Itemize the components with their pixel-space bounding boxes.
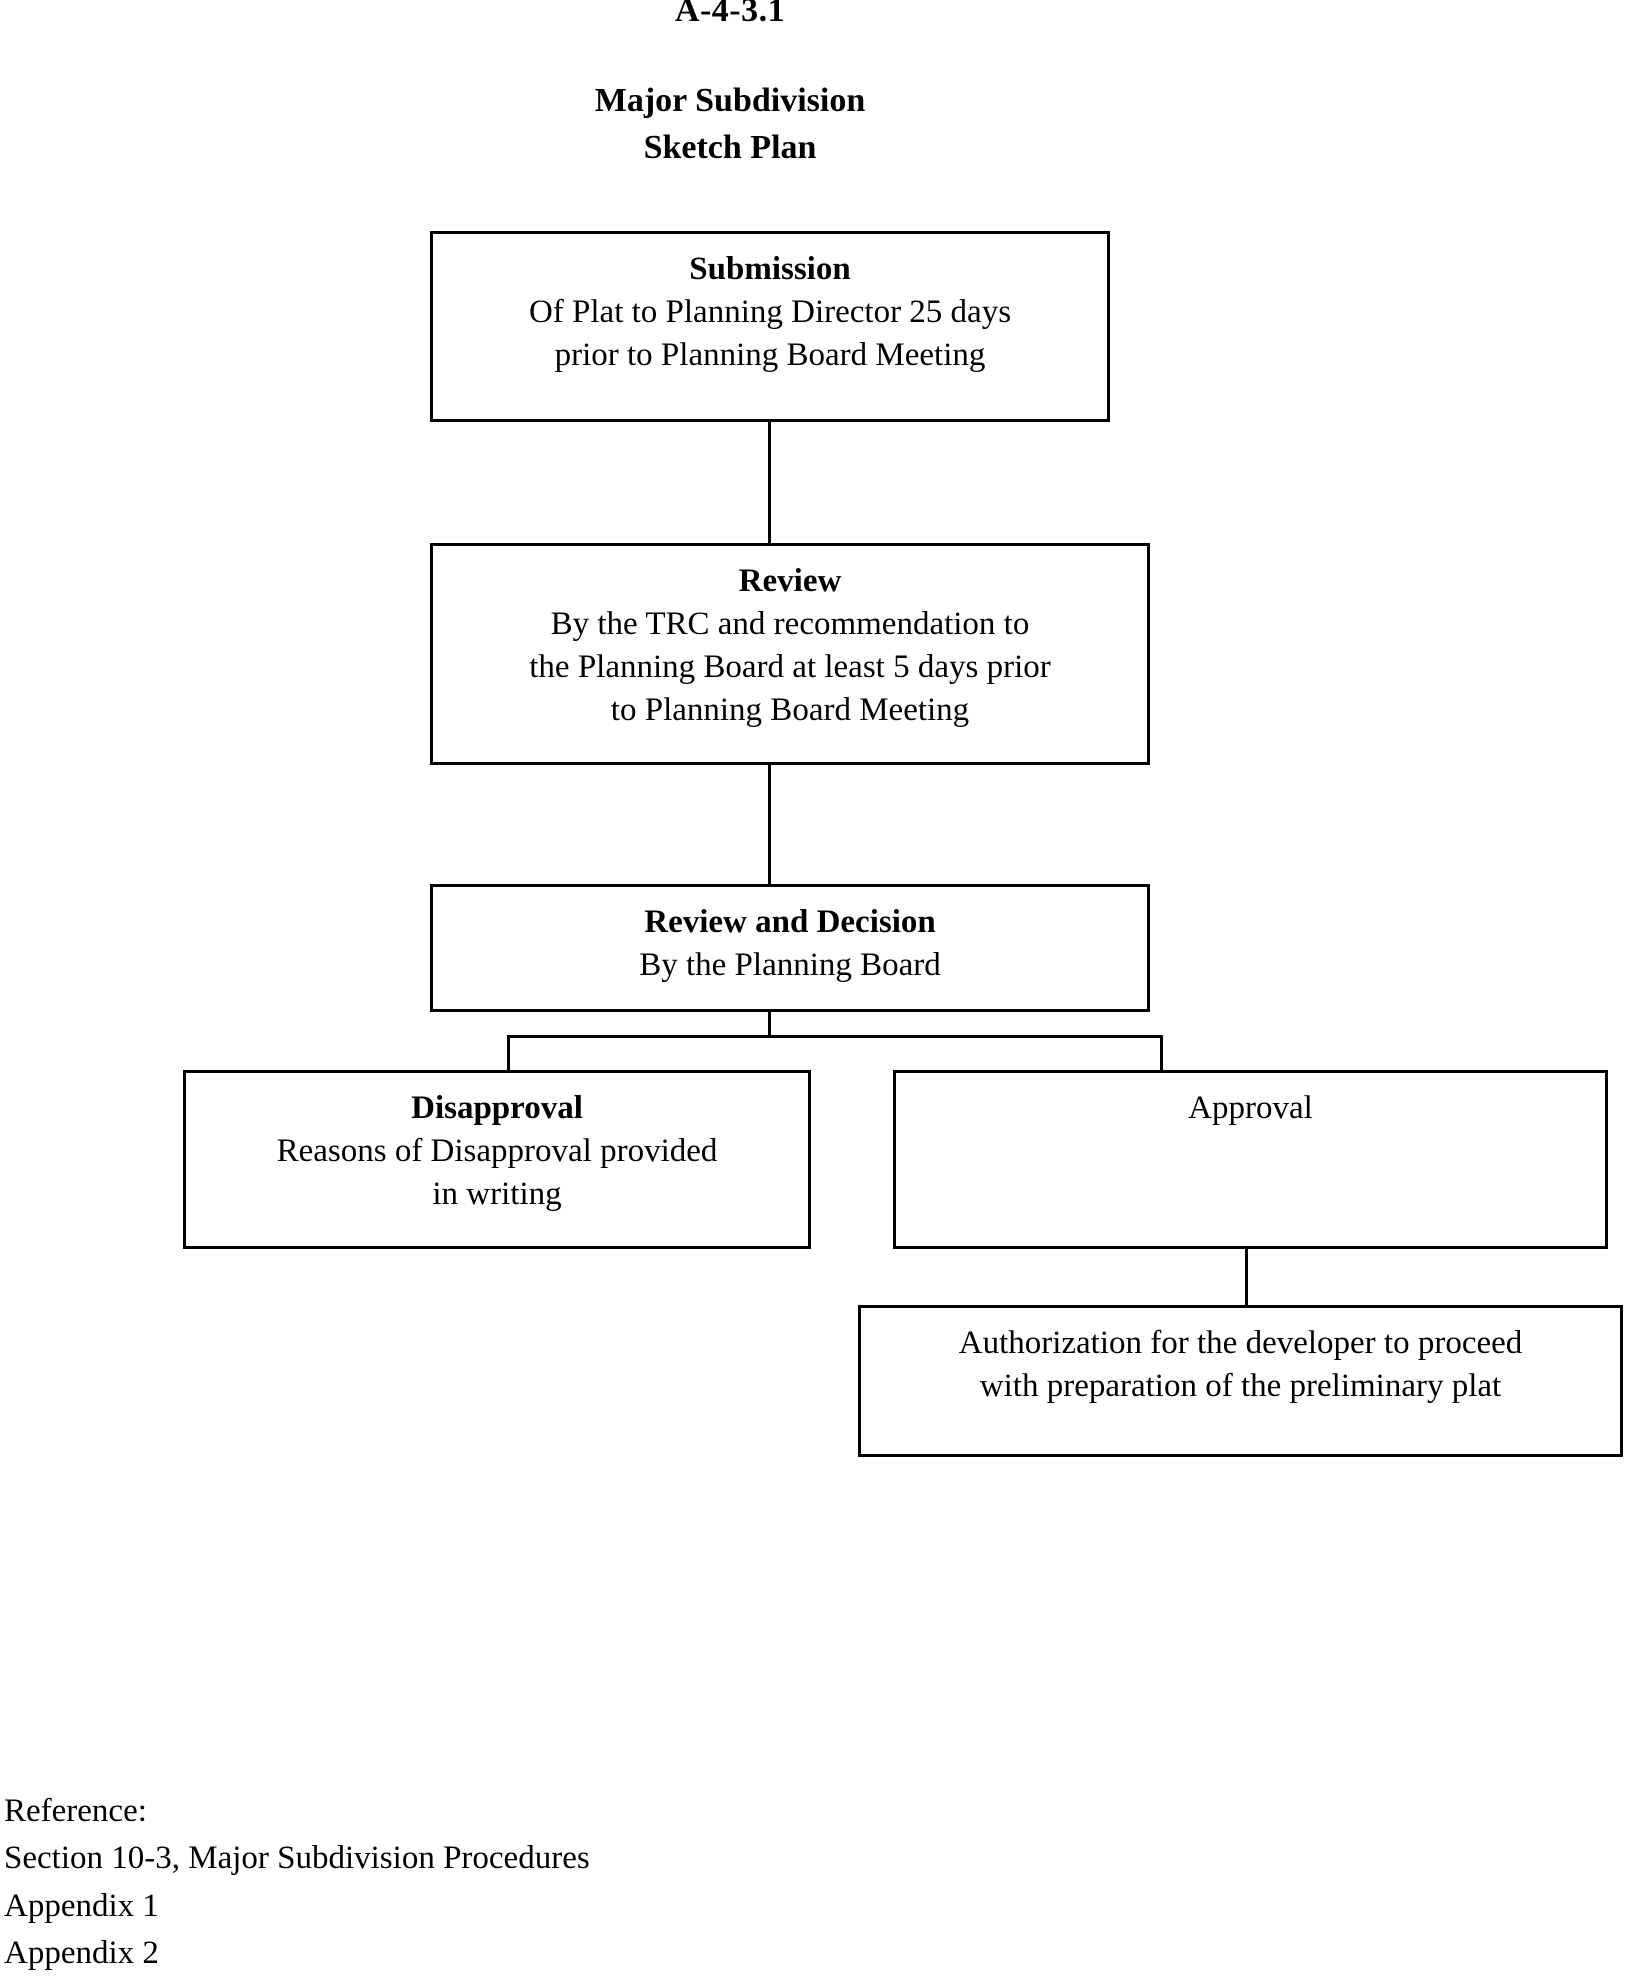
page-title-line-2: Sketch Plan [643,128,817,166]
connector-bus-to-approval [1160,1035,1163,1070]
flow-node-approval-heading: Approval [1188,1090,1313,1126]
flow-node-authorization-line-2: with preparation of the preliminary plat [979,1367,1502,1404]
flow-node-disapproval-line-2: in writing [432,1175,562,1212]
connector-review-to-decision [768,765,771,884]
flow-node-authorization-line-1: Authorization for the developer to proce… [958,1325,1523,1361]
flow-node-review-heading: Review [738,563,842,599]
page-title: Major Subdivision Sketch Plan [0,78,1460,172]
reference-label: Reference: [4,1793,147,1829]
reference-block: Reference: Section 10-3, Major Subdivisi… [4,1788,590,1977]
connector-bus-to-disapproval [507,1035,510,1070]
flow-node-disapproval-line-1: Reasons of Disapproval provided [276,1132,718,1169]
flow-node-disapproval-heading: Disapproval [411,1090,583,1126]
flow-node-submission-heading: Submission [689,251,851,287]
connector-approval-to-authorization [1245,1249,1248,1305]
connector-decision-stem [768,1012,771,1037]
reference-line-1: Section 10-3, Major Subdivision Procedur… [4,1840,590,1877]
document-code: A-4-3.1 [674,0,786,29]
flow-node-review-line-3: to Planning Board Meeting [610,691,970,728]
flow-node-review-line-1: By the TRC and recommendation to [550,605,1030,642]
flow-node-disapproval: Disapproval Reasons of Disapproval provi… [183,1070,811,1249]
reference-line-2: Appendix 1 [4,1887,159,1924]
flow-node-submission-line-1: Of Plat to Planning Director 25 days [528,293,1012,330]
flow-node-review-line-2: the Planning Board at least 5 days prior [529,648,1051,685]
reference-line-3: Appendix 2 [4,1935,159,1972]
flow-node-submission: Submission Of Plat to Planning Director … [430,231,1110,422]
flow-node-approval: Approval [893,1070,1608,1249]
connector-submission-to-review [768,422,771,543]
flow-node-decision-heading: Review and Decision [644,904,936,940]
flow-node-review: Review By the TRC and recommendation to … [430,543,1150,765]
flow-node-submission-line-2: prior to Planning Board Meeting [554,336,986,373]
flow-node-authorization: Authorization for the developer to proce… [858,1305,1623,1457]
flow-node-decision-line-1: By the Planning Board [639,946,941,983]
connector-decision-bus [507,1035,1163,1038]
flow-node-review-and-decision: Review and Decision By the Planning Boar… [430,884,1150,1012]
page-title-line-1: Major Subdivision [594,82,866,119]
